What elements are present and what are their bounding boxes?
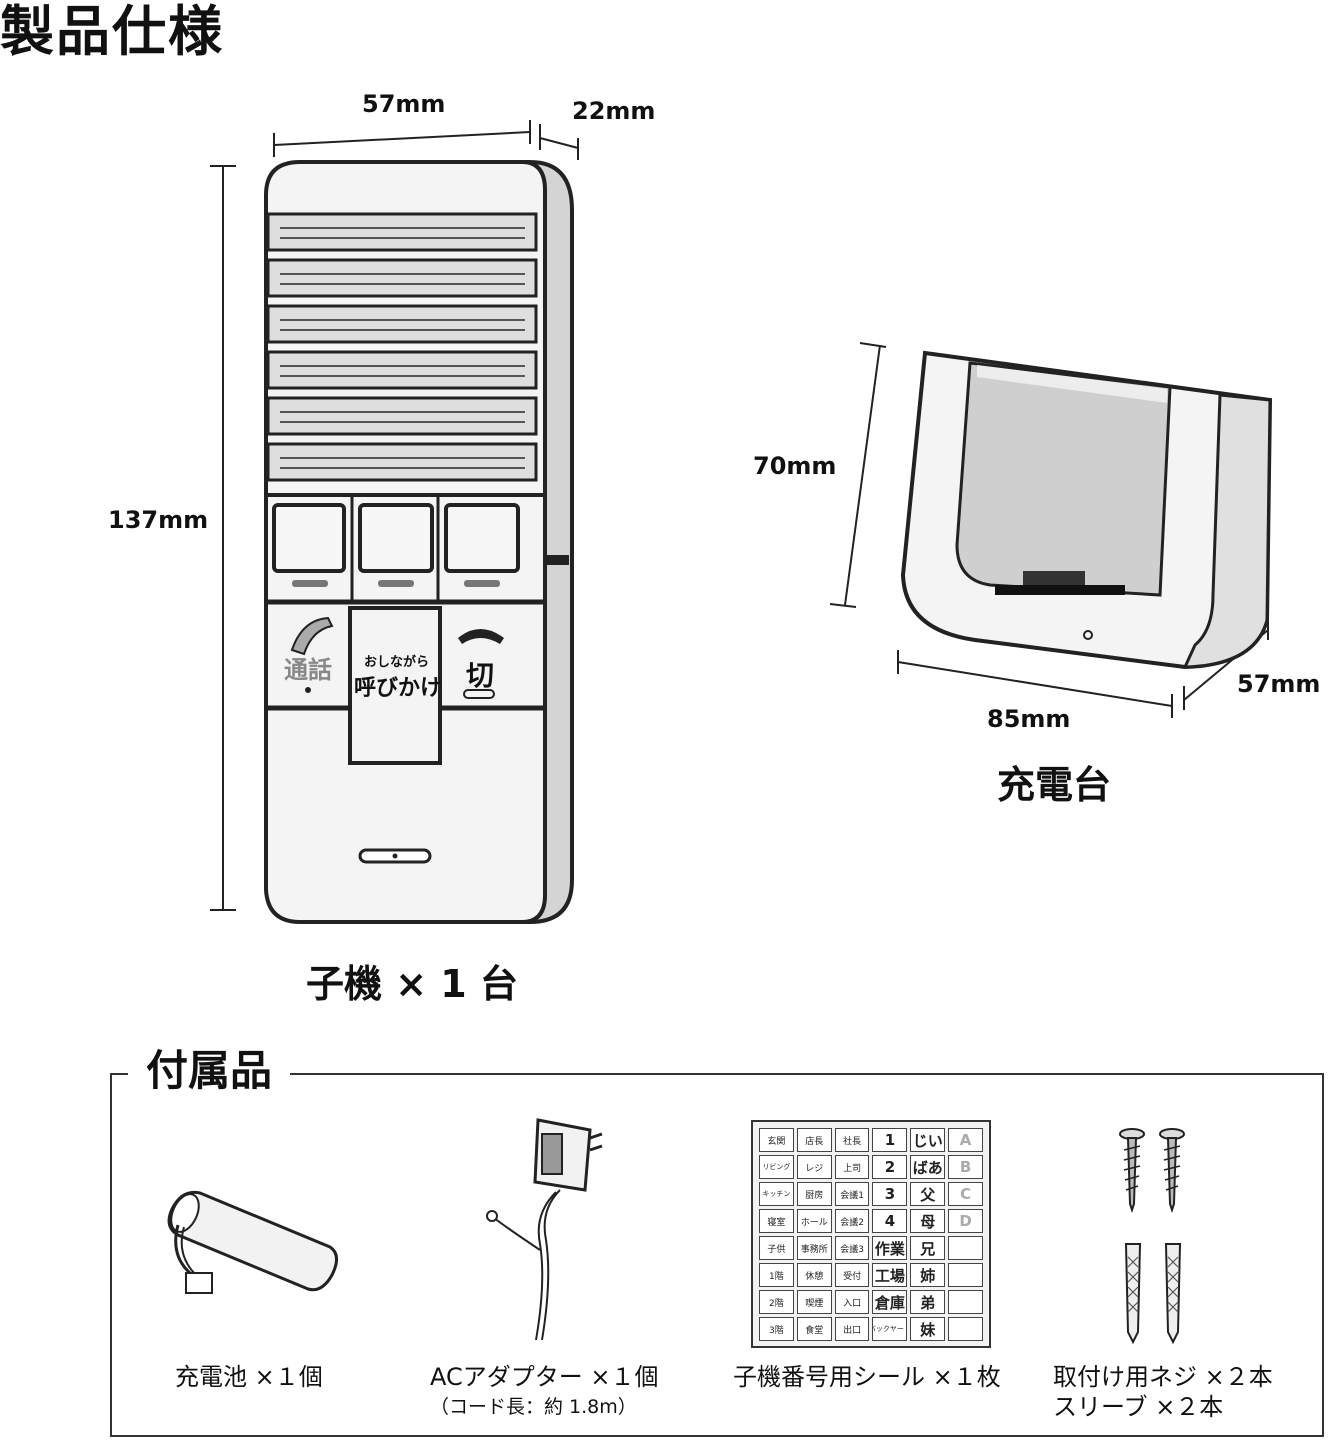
sticker-cell: 上司 <box>834 1155 870 1179</box>
sticker-cell: 事務所 <box>796 1236 832 1260</box>
sticker-cell: B <box>948 1155 983 1179</box>
handset-caption: 子機 × 1 台 <box>306 962 518 1006</box>
call-button: 通話 <box>284 656 332 684</box>
sticker-cell: レジ <box>796 1155 832 1179</box>
sticker-cell <box>948 1263 983 1287</box>
sticker-cell: 1階 <box>759 1263 794 1287</box>
sticker-cell: 入口 <box>834 1290 870 1314</box>
sticker-cell: 弟 <box>910 1290 946 1314</box>
battery-illustration <box>160 1185 345 1304</box>
sticker-cell: 倉庫 <box>872 1290 908 1314</box>
sticker-cell: 1 <box>872 1128 908 1152</box>
sticker-cell: 子供 <box>759 1236 794 1260</box>
sticker-cell: A <box>948 1128 983 1152</box>
sticker-cell <box>948 1236 983 1260</box>
sticker-cell: 会議2 <box>834 1209 870 1233</box>
handset-depth-label: 22mm <box>572 97 656 125</box>
ac-adapter-label: ACアダプター ×１個 <box>430 1363 659 1391</box>
handset-illustration <box>200 150 600 940</box>
battery-label: 充電池 ×１個 <box>175 1363 323 1391</box>
callout-button-label: 呼びかけ <box>354 676 443 701</box>
sticker-cell: 母 <box>910 1209 946 1233</box>
sticker-label: 子機番号用シール ×１枚 <box>733 1363 1001 1391</box>
accessories-title: 付属品 <box>128 1043 291 1099</box>
sticker-cell: 兄 <box>910 1236 946 1260</box>
sticker-cell: 作業 <box>872 1236 908 1260</box>
sticker-cell <box>948 1290 983 1314</box>
handset-drawing <box>264 160 574 924</box>
sticker-cell: 食堂 <box>796 1317 832 1341</box>
end-phone-icon <box>458 629 504 644</box>
end-button-label: 切 <box>466 659 495 692</box>
callout-small-text: おしながら <box>364 655 430 670</box>
battery-drawing <box>167 1190 338 1294</box>
sticker-cell: 厨房 <box>796 1182 832 1206</box>
page-title: 製品仕様 <box>0 0 224 63</box>
charger-width-label: 85mm <box>987 705 1071 733</box>
sticker-cell: 受付 <box>834 1263 870 1287</box>
ac-adapter-drawing <box>486 1118 603 1341</box>
sticker-cell: 父 <box>910 1182 946 1206</box>
sticker-cell: 玄関 <box>759 1128 794 1152</box>
sticker-cell: ばあ <box>910 1155 946 1179</box>
handset-width-label: 57mm <box>362 90 446 118</box>
sticker-cell <box>948 1317 983 1341</box>
charger-height-label: 70mm <box>753 452 837 480</box>
sticker-cell: 出口 <box>834 1317 870 1341</box>
sticker-cell: C <box>948 1182 983 1206</box>
sticker-cell: バックヤード <box>872 1317 908 1341</box>
charger-caption: 充電台 <box>997 763 1112 807</box>
sticker-cell: リビング <box>759 1155 794 1179</box>
ac-adapter-cord-note: （コード長：約 1.8m） <box>430 1396 637 1418</box>
sticker-cell: 2階 <box>759 1290 794 1314</box>
call-phone-icon <box>290 616 334 656</box>
sticker-cell: ホール <box>796 1209 832 1233</box>
sleeves-label: スリーブ ×２本 <box>1053 1393 1224 1421</box>
sticker-cell: 工場 <box>872 1263 908 1287</box>
sticker-cell: キッチン <box>759 1182 794 1206</box>
charger-drawing <box>900 350 1273 670</box>
screws-illustration <box>1110 1122 1210 1356</box>
charger-illustration <box>895 345 1275 675</box>
sticker-cell: 店長 <box>796 1128 832 1152</box>
sticker-cell: 3 <box>872 1182 908 1206</box>
sticker-cell: 妹 <box>910 1317 946 1341</box>
sticker-cell: 会議3 <box>834 1236 870 1260</box>
screws-label: 取付け用ネジ ×２本 <box>1053 1363 1273 1391</box>
sticker-cell: 姉 <box>910 1263 946 1287</box>
sticker-cell: 寝室 <box>759 1209 794 1233</box>
sticker-cell: 会議1 <box>834 1182 870 1206</box>
sticker-cell: 3階 <box>759 1317 794 1341</box>
screws-drawing <box>1119 1128 1185 1345</box>
sticker-cell: じい <box>910 1128 946 1152</box>
ac-adapter-illustration <box>480 1110 610 1354</box>
accessories-box <box>110 1073 1324 1437</box>
sticker-cell: 4 <box>872 1209 908 1233</box>
sticker-cell: 社長 <box>834 1128 870 1152</box>
charger-depth-label: 57mm <box>1237 670 1321 698</box>
sticker-cell: 2 <box>872 1155 908 1179</box>
handset-height-label: 137mm <box>108 506 209 534</box>
sticker-cell: 喫煙 <box>796 1290 832 1314</box>
sticker-cell: 休憩 <box>796 1263 832 1287</box>
sticker-cell: D <box>948 1209 983 1233</box>
